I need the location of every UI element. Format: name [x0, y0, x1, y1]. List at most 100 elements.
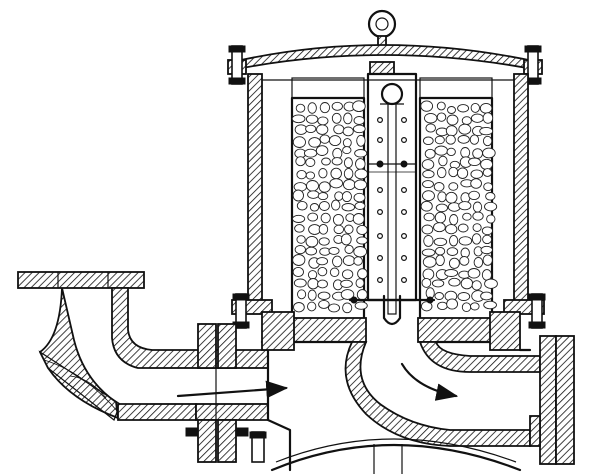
filter-pebble	[461, 302, 472, 313]
filter-pebble	[341, 191, 352, 203]
filter-pebble	[482, 234, 493, 245]
filter-pebble	[479, 102, 493, 114]
filter-pebble	[424, 112, 438, 124]
filter-pebble	[318, 299, 330, 309]
filter-pebble	[457, 167, 469, 179]
perforation-hole	[377, 137, 384, 144]
filter-pebble	[461, 116, 472, 125]
filter-pebble	[480, 291, 493, 301]
filter-pebble	[473, 256, 484, 268]
cover-bolt-right	[524, 45, 542, 85]
filter-pebble	[449, 234, 459, 247]
filter-pebble	[308, 137, 321, 148]
filter-pebble	[445, 224, 458, 235]
filter-pebble	[318, 223, 329, 235]
flow-arrow-curve-down	[400, 362, 459, 401]
filter-pebble	[436, 167, 447, 179]
filter-pebble	[458, 123, 472, 135]
filter-pebble	[422, 180, 434, 189]
filter-pebble	[333, 124, 345, 135]
filter-pebble	[342, 138, 352, 148]
filter-pebble	[471, 233, 482, 245]
filter-pebble	[344, 244, 354, 254]
domed-cover	[227, 44, 543, 85]
filter-pebble	[470, 102, 480, 113]
filter-pebble	[343, 112, 353, 125]
filter-pebble	[457, 135, 470, 144]
filter-pebble	[481, 226, 493, 236]
filter-pebble	[467, 268, 481, 279]
filter-pebble	[486, 214, 496, 224]
filter-pebble	[321, 157, 331, 166]
filter-pebble	[356, 289, 368, 301]
filter-pebble	[435, 203, 449, 213]
filter-pebble	[318, 237, 330, 246]
filter-pebble	[435, 246, 446, 256]
perforation-hole	[377, 116, 384, 123]
filter-pebble	[317, 291, 331, 300]
filter-pebble	[460, 277, 474, 290]
filter-pebble	[317, 192, 329, 201]
filter-pebble	[445, 191, 458, 204]
filter-pebble	[307, 278, 319, 290]
outlet-pipe	[344, 335, 575, 465]
filter-pebble	[307, 190, 320, 199]
filter-pebble	[470, 178, 482, 189]
filter-pebble	[296, 200, 308, 211]
filter-pebble	[333, 224, 345, 235]
filter-pebble	[307, 270, 318, 280]
filter-pebble	[431, 279, 445, 288]
filter-pebble	[420, 301, 433, 312]
filter-pebble	[295, 156, 306, 167]
filter-pebble	[483, 182, 493, 192]
filter-pebble	[438, 155, 448, 167]
filter-pebble	[318, 181, 331, 193]
filter-pebble	[352, 213, 365, 225]
filter-pebble	[462, 212, 472, 221]
filter-pebble	[317, 116, 329, 126]
filter-pebble	[293, 302, 305, 313]
filter-pebble	[482, 254, 493, 266]
filter-pebble	[330, 167, 342, 180]
perforation-holes	[377, 116, 408, 284]
filter-pebble	[421, 159, 435, 170]
filter-pebble	[448, 277, 461, 287]
filter-pebble	[425, 123, 436, 133]
filter-pebble	[448, 166, 459, 178]
filter-pebble	[307, 301, 317, 312]
filter-pebble	[292, 266, 304, 278]
filter-pebble	[328, 135, 342, 147]
filter-pebble	[315, 145, 329, 156]
filter-pebble	[434, 292, 444, 300]
filter-pebble	[479, 126, 494, 136]
filter-pebble	[422, 256, 437, 268]
filter-pebble	[433, 222, 446, 233]
filter-pebble	[331, 112, 342, 124]
cylindrical-vessel	[231, 73, 546, 329]
perforation-hole	[377, 255, 384, 262]
filter-pebble	[459, 256, 470, 266]
base-casting	[260, 311, 532, 474]
filter-pebble	[448, 182, 459, 191]
filter-pebble	[354, 201, 366, 210]
filter-chamber-left	[289, 77, 369, 343]
filter-pebble	[421, 224, 434, 235]
filter-pebble	[293, 278, 307, 288]
filter-pebble	[354, 301, 368, 310]
filter-pebble	[327, 303, 341, 313]
filter-pebble	[433, 182, 445, 192]
filter-pebble	[353, 256, 363, 266]
filter-pebble	[319, 102, 331, 114]
filter-pebble	[356, 134, 366, 147]
filter-pebble	[294, 124, 308, 135]
filter-pebble	[294, 224, 305, 233]
filter-pebble	[295, 103, 306, 113]
filter-pebble	[309, 203, 320, 212]
filter-pebble	[318, 201, 330, 211]
filter-pebble	[423, 234, 434, 247]
filter-pebble	[471, 280, 482, 291]
filter-pebble	[422, 169, 435, 179]
filter-pebble	[329, 178, 344, 189]
filter-pebble	[343, 157, 353, 169]
filter-pebble	[331, 199, 341, 211]
